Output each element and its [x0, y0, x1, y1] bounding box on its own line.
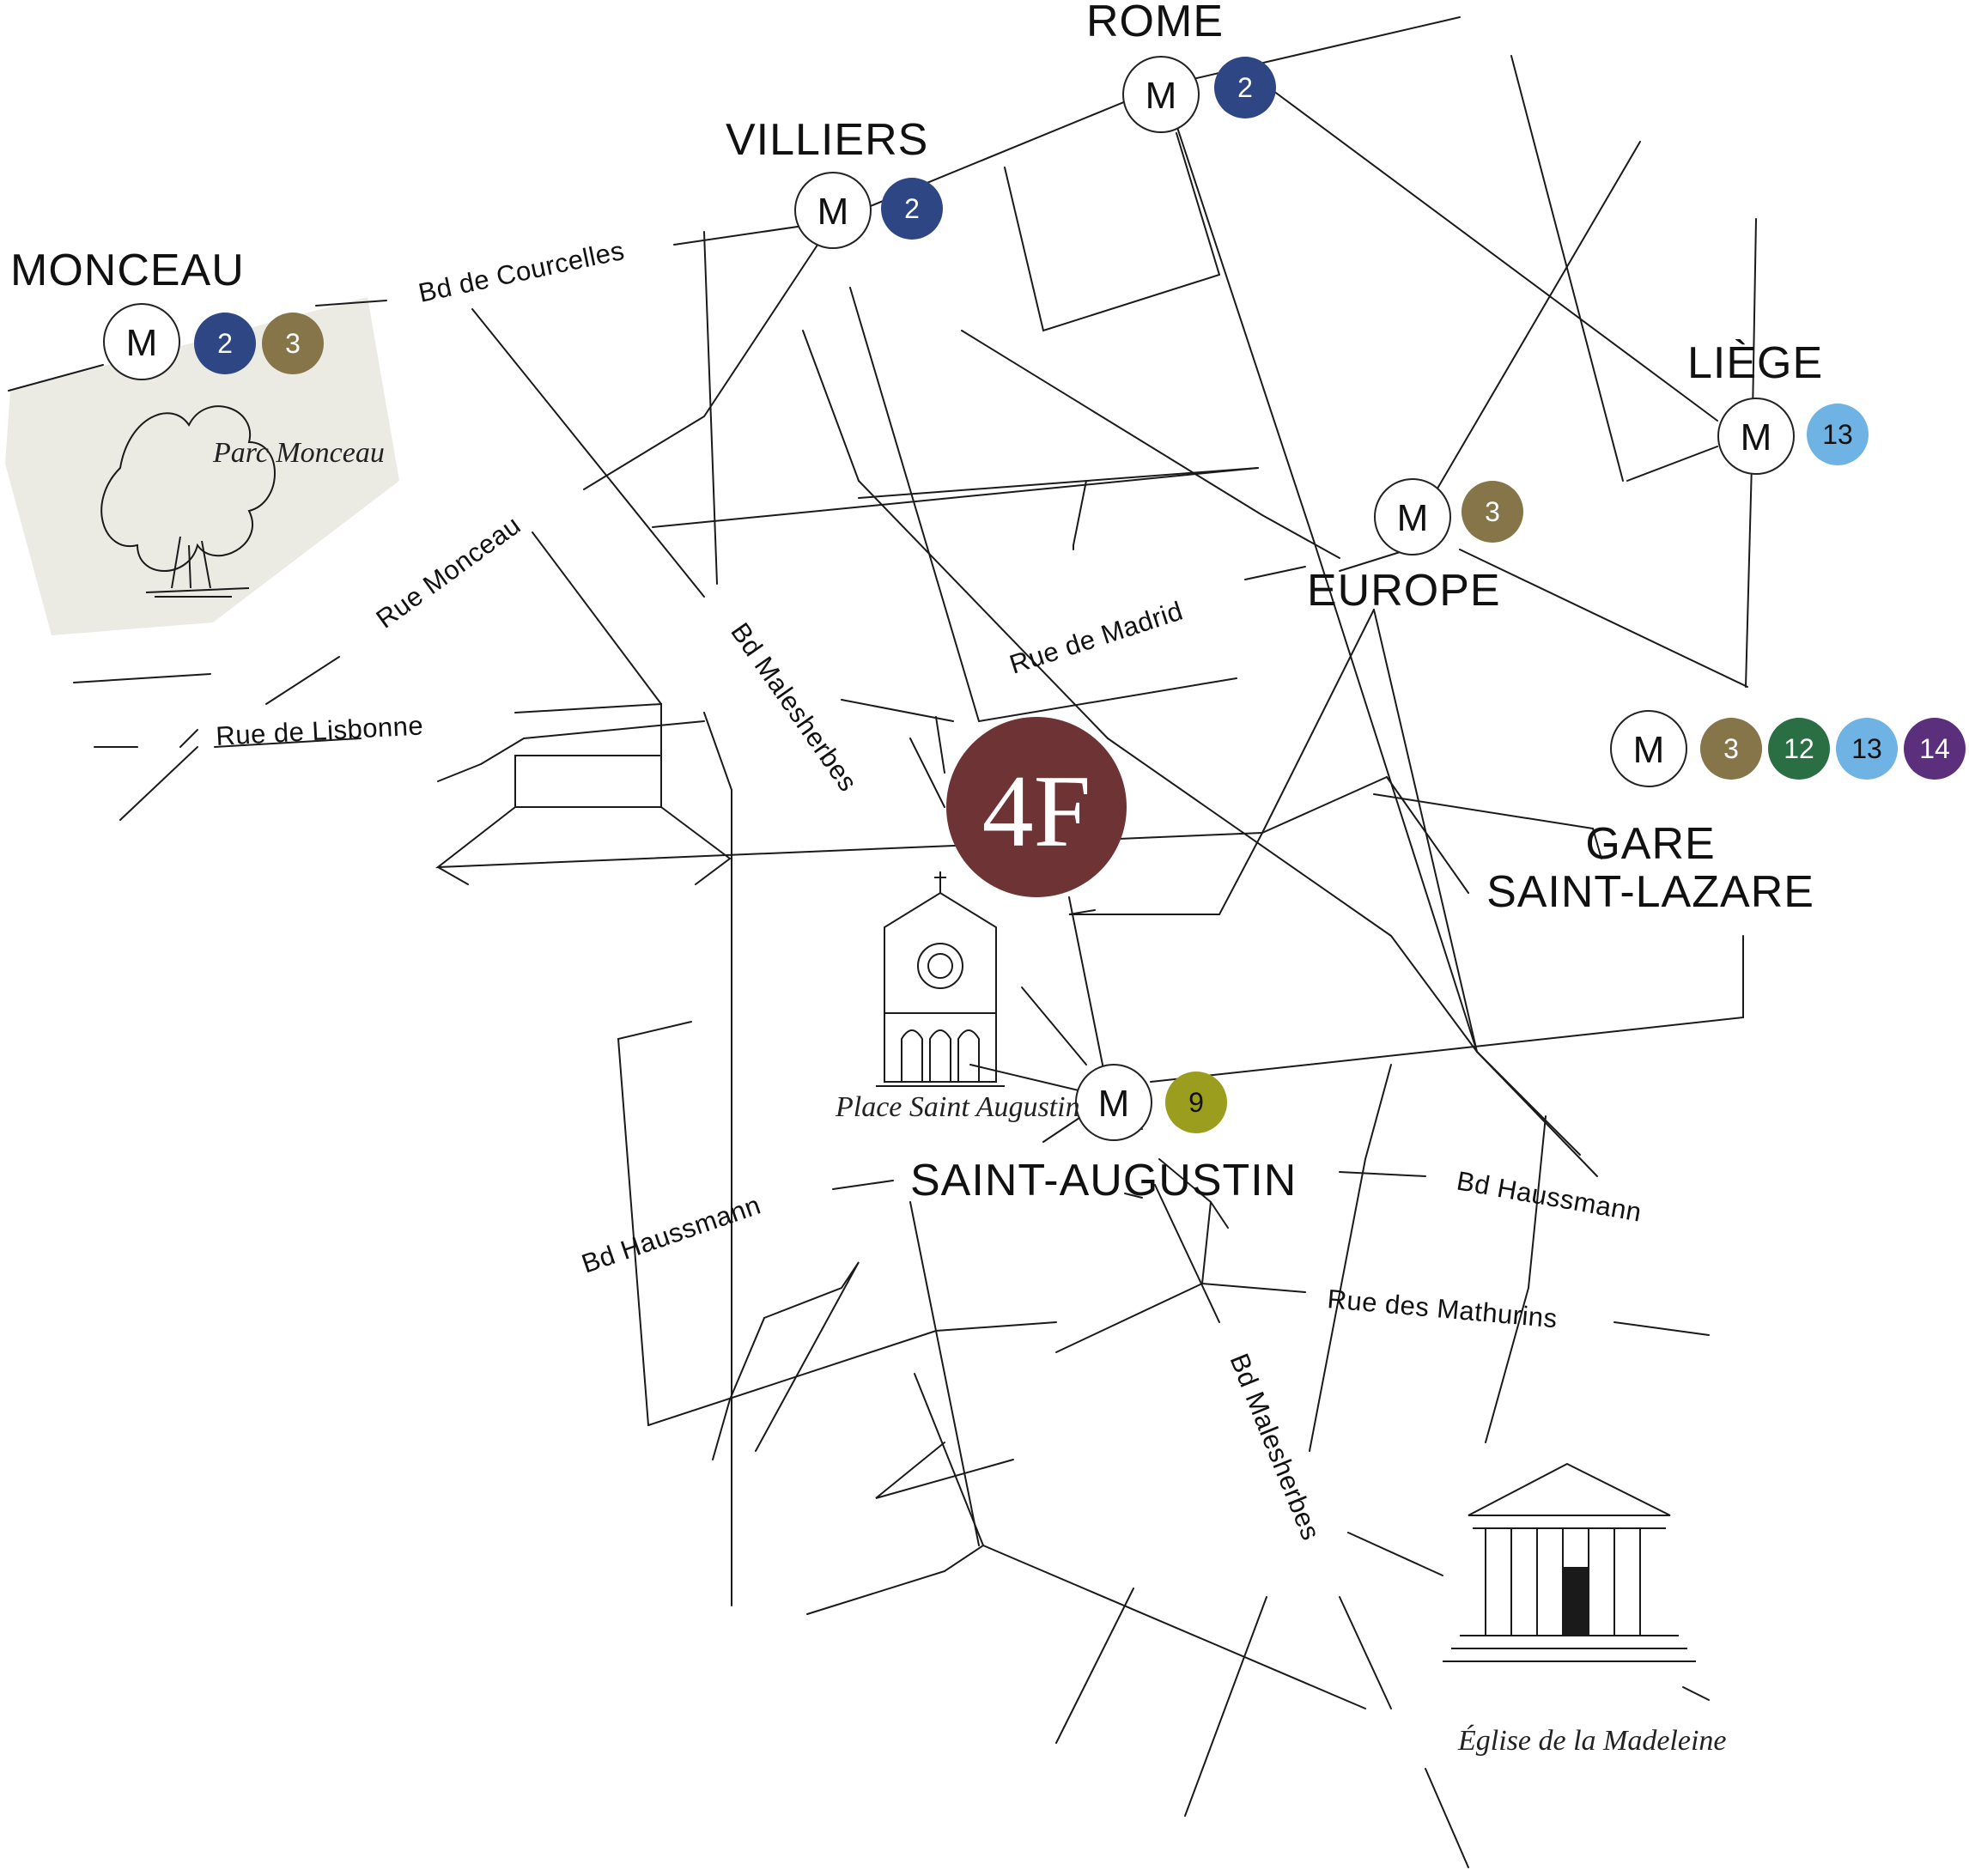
line-badge-3: 3: [285, 328, 301, 359]
station-gare-saint-lazare[interactable]: M 3 12 13 14 GARE SAINT-LAZARE: [1486, 710, 1966, 917]
station-saint-augustin[interactable]: M 9 SAINT-AUGUSTIN: [910, 1064, 1297, 1205]
metro-icon: M: [1098, 1083, 1130, 1125]
landmark-label-parc-monceau: Parc Monceau: [212, 437, 385, 469]
metro-icon: M: [1146, 75, 1177, 117]
station-liege[interactable]: LIÈGE M 13: [1687, 338, 1869, 475]
station-name-saint-lazare: SAINT-LAZARE: [1486, 867, 1814, 917]
metro-icon: M: [817, 191, 849, 233]
metro-icon: M: [126, 322, 158, 364]
station-name-rome: ROME: [1086, 0, 1224, 46]
metro-icon: M: [1397, 497, 1429, 539]
line-badge-2: 2: [904, 193, 920, 224]
line-badge-3: 3: [1485, 496, 1500, 527]
street-network: [8, 16, 1757, 1868]
station-name-monceau: MONCEAU: [10, 246, 245, 295]
metro-icon: M: [1633, 729, 1665, 771]
station-villiers[interactable]: VILLIERS M 2: [726, 115, 943, 249]
street-label-rue-monceau: Rue Monceau: [371, 510, 526, 634]
madeleine-temple-icon: [1443, 1462, 1696, 1662]
line-badge-13: 13: [1822, 419, 1853, 450]
street-label-bd-haussmann-west: Bd Haussmann: [578, 1190, 764, 1279]
line-badge-12: 12: [1784, 733, 1814, 764]
line-badge-13: 13: [1851, 733, 1882, 764]
street-label-rue-mathurins: Rue des Mathurins: [1326, 1284, 1559, 1333]
station-name-europe: EUROPE: [1307, 566, 1501, 616]
station-name-villiers: VILLIERS: [726, 115, 928, 165]
logo-text: 4F: [982, 754, 1091, 868]
tree-icon: [100, 405, 276, 598]
station-name-gare: GARE: [1585, 819, 1715, 869]
landmark-label-place-saint-augustin: Place Saint Augustin: [835, 1091, 1080, 1123]
street-label-bd-malesherbes-north: Bd Malesherbes: [725, 617, 863, 797]
line-badge-2: 2: [217, 328, 233, 359]
station-name-saint-augustin: SAINT-AUGUSTIN: [910, 1156, 1297, 1205]
street-label-rue-lisbonne: Rue de Lisbonne: [216, 710, 424, 751]
station-europe[interactable]: M 3 EUROPE: [1307, 478, 1523, 616]
street-label-bd-haussmann-east: Bd Haussmann: [1455, 1165, 1644, 1227]
church-saint-augustin-icon: [876, 871, 1005, 1087]
line-badge-14: 14: [1919, 733, 1950, 764]
metro-icon: M: [1741, 416, 1772, 458]
line-badge-3: 3: [1723, 733, 1739, 764]
line-badge-2: 2: [1237, 72, 1253, 103]
line-badge-9: 9: [1188, 1087, 1204, 1118]
building-4f-marker[interactable]: 4F: [946, 717, 1127, 897]
street-label-rue-madrid: Rue de Madrid: [1006, 596, 1186, 680]
street-label-bd-courcelles: Bd de Courcelles: [416, 235, 627, 308]
station-name-liege: LIÈGE: [1687, 338, 1823, 388]
station-monceau[interactable]: MONCEAU M 2 3: [10, 246, 324, 380]
parc-monceau-area: [5, 297, 399, 635]
landmark-label-madeleine: Église de la Madeleine: [1457, 1725, 1727, 1757]
station-rome[interactable]: ROME M 2: [1086, 0, 1276, 133]
